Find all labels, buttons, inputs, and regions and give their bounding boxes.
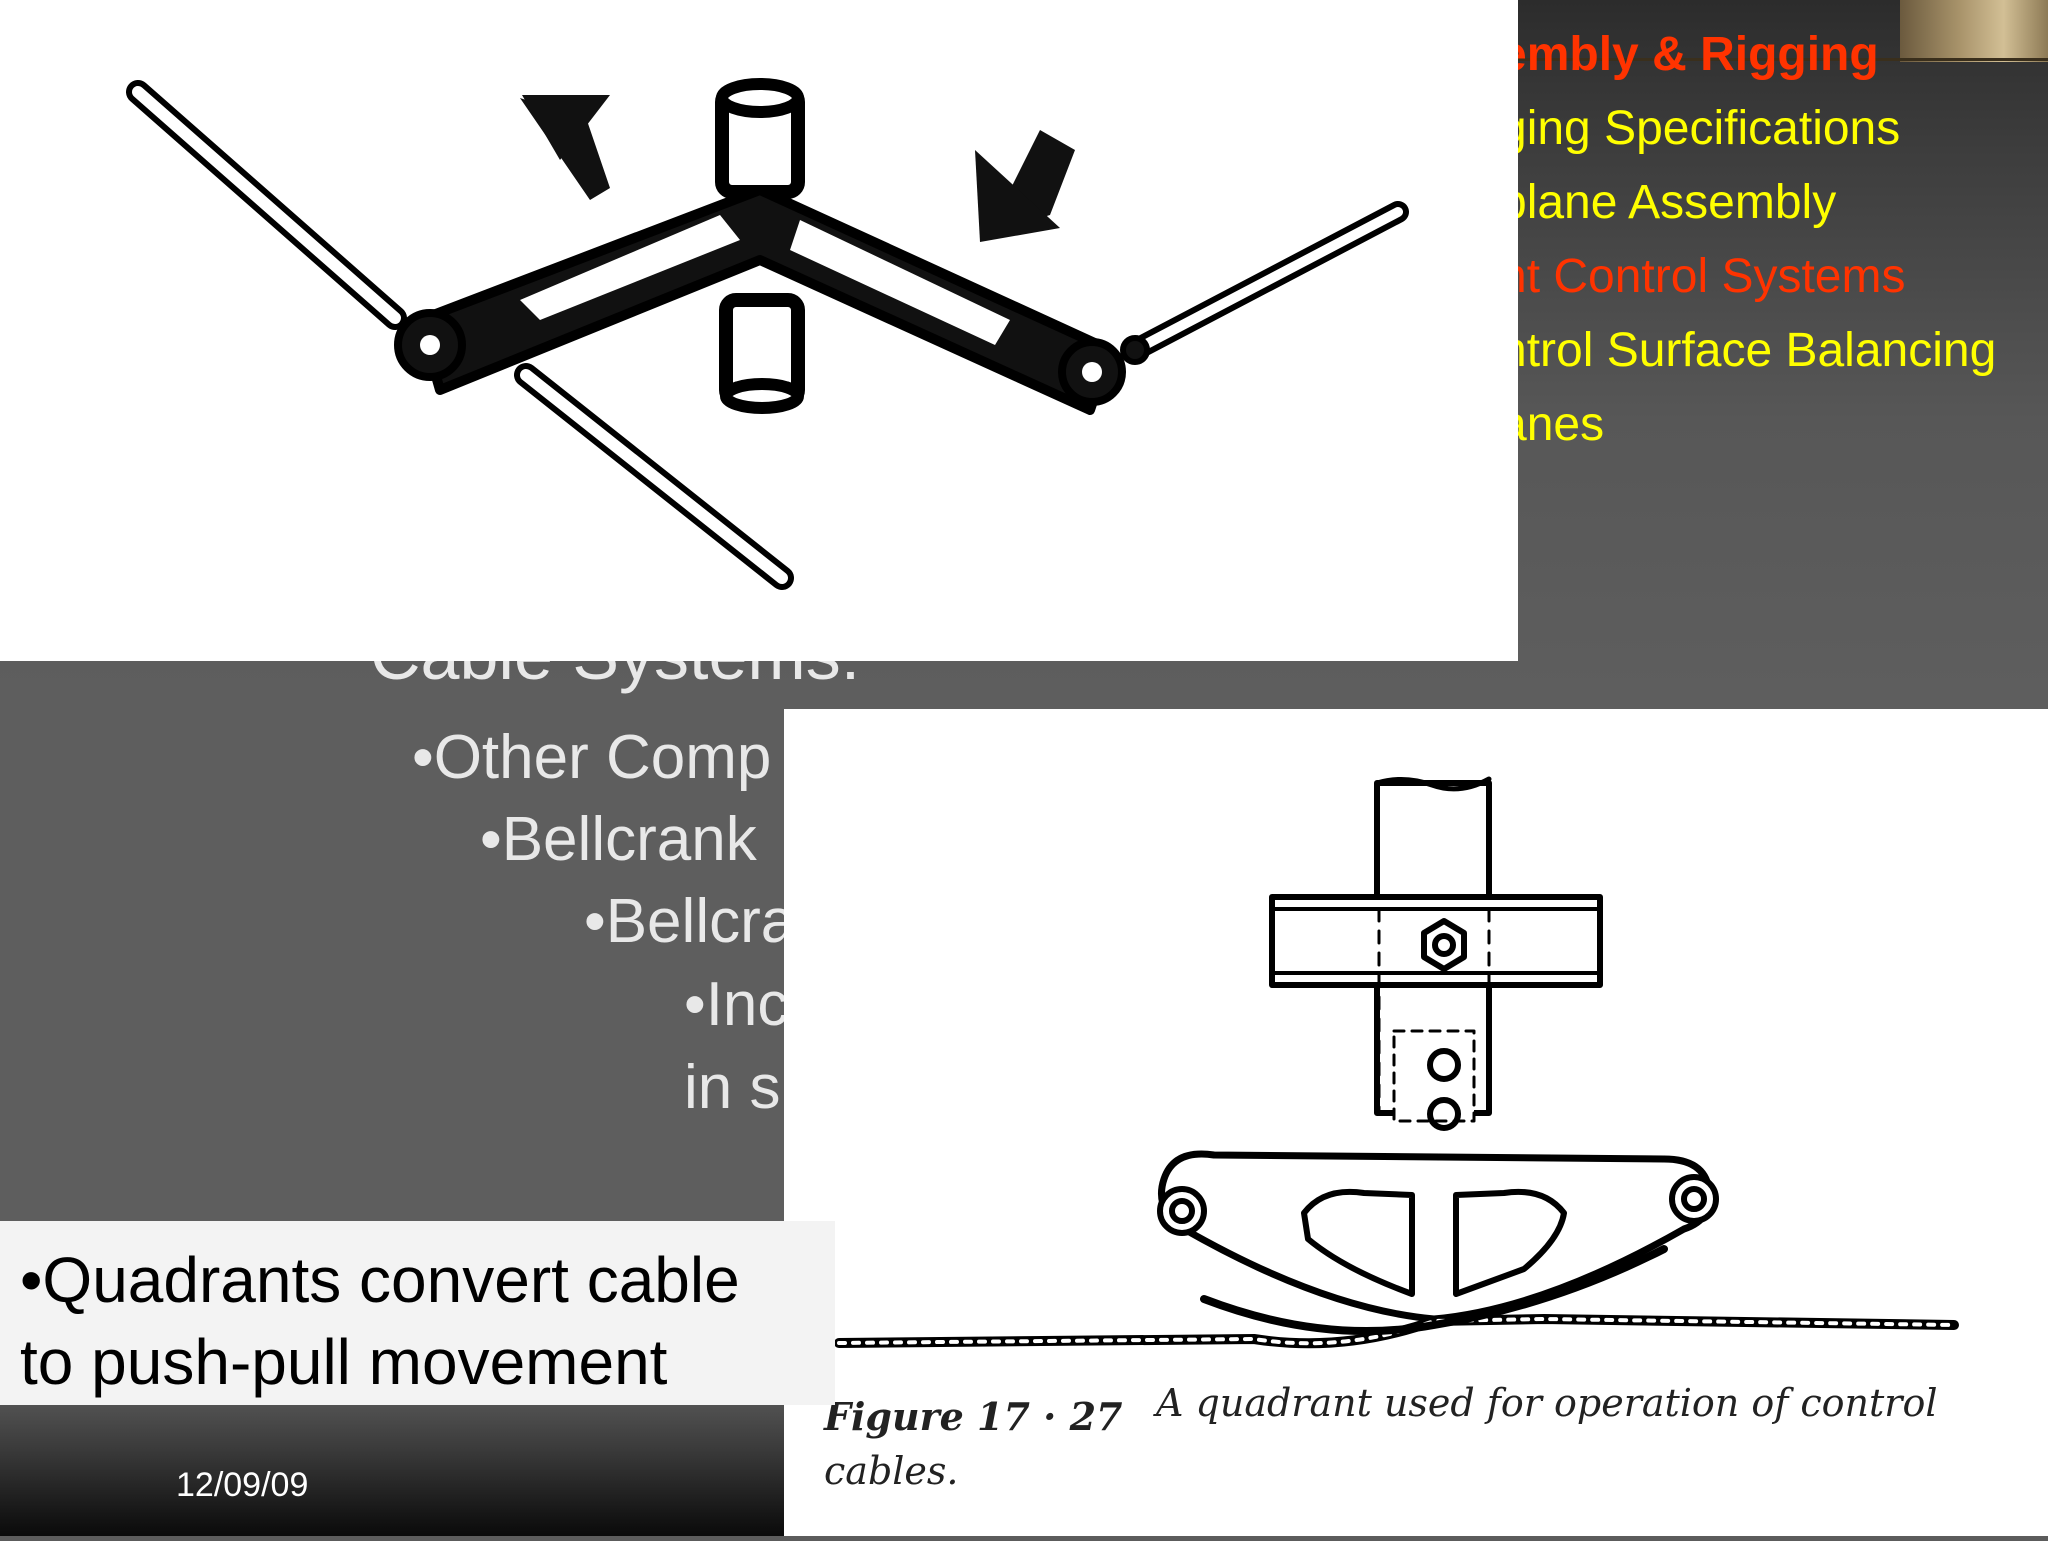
section-menu: embly & Rigging ging Specifications plan… (1500, 18, 2040, 462)
bellcrank-illustration (0, 0, 1518, 661)
menu-item-assembly-rigging[interactable]: embly & Rigging (1500, 28, 1879, 81)
bellcrank-drawing (126, 78, 1409, 590)
bullet-other-components: •Other Comp (412, 723, 772, 792)
menu-item-airplane-assembly[interactable]: plane Assembly (1500, 176, 1837, 229)
bullet-inc-continued: in s (684, 1053, 781, 1122)
callout-text: •Quadrants convert cable to push-pull mo… (20, 1244, 740, 1398)
menu-item-control-surface-balancing[interactable]: ntrol Surface Balancing (1500, 324, 1997, 377)
bullet-bellcrank: •Bellcrank (480, 805, 757, 874)
quadrant-illustration: Figure 17 · 27 A quadrant used for opera… (784, 709, 2048, 1536)
figure-caption-line1: A quadrant used for operation of control (1156, 1381, 1938, 1425)
quadrant-drawing (834, 776, 1959, 1349)
menu-item-rigging-specifications[interactable]: ging Specifications (1500, 102, 1901, 155)
figure-caption-line2: cables. (824, 1449, 959, 1493)
header-photo (1900, 0, 2048, 62)
slide-date: 12/09/09 (176, 1466, 309, 1504)
callout-box: •Quadrants convert cable to push-pull mo… (0, 1221, 835, 1405)
bullet-inc: •Inc (684, 970, 789, 1039)
menu-item-flight-control-systems[interactable]: ht Control Systems (1500, 250, 1906, 303)
menu-item-helicopter[interactable]: anes (1500, 398, 1605, 451)
header-divider (1480, 58, 2048, 61)
figure-number: Figure 17 · 27 (824, 1394, 1123, 1439)
bullet-bellcrank-sub: •Bellcra (584, 887, 796, 956)
